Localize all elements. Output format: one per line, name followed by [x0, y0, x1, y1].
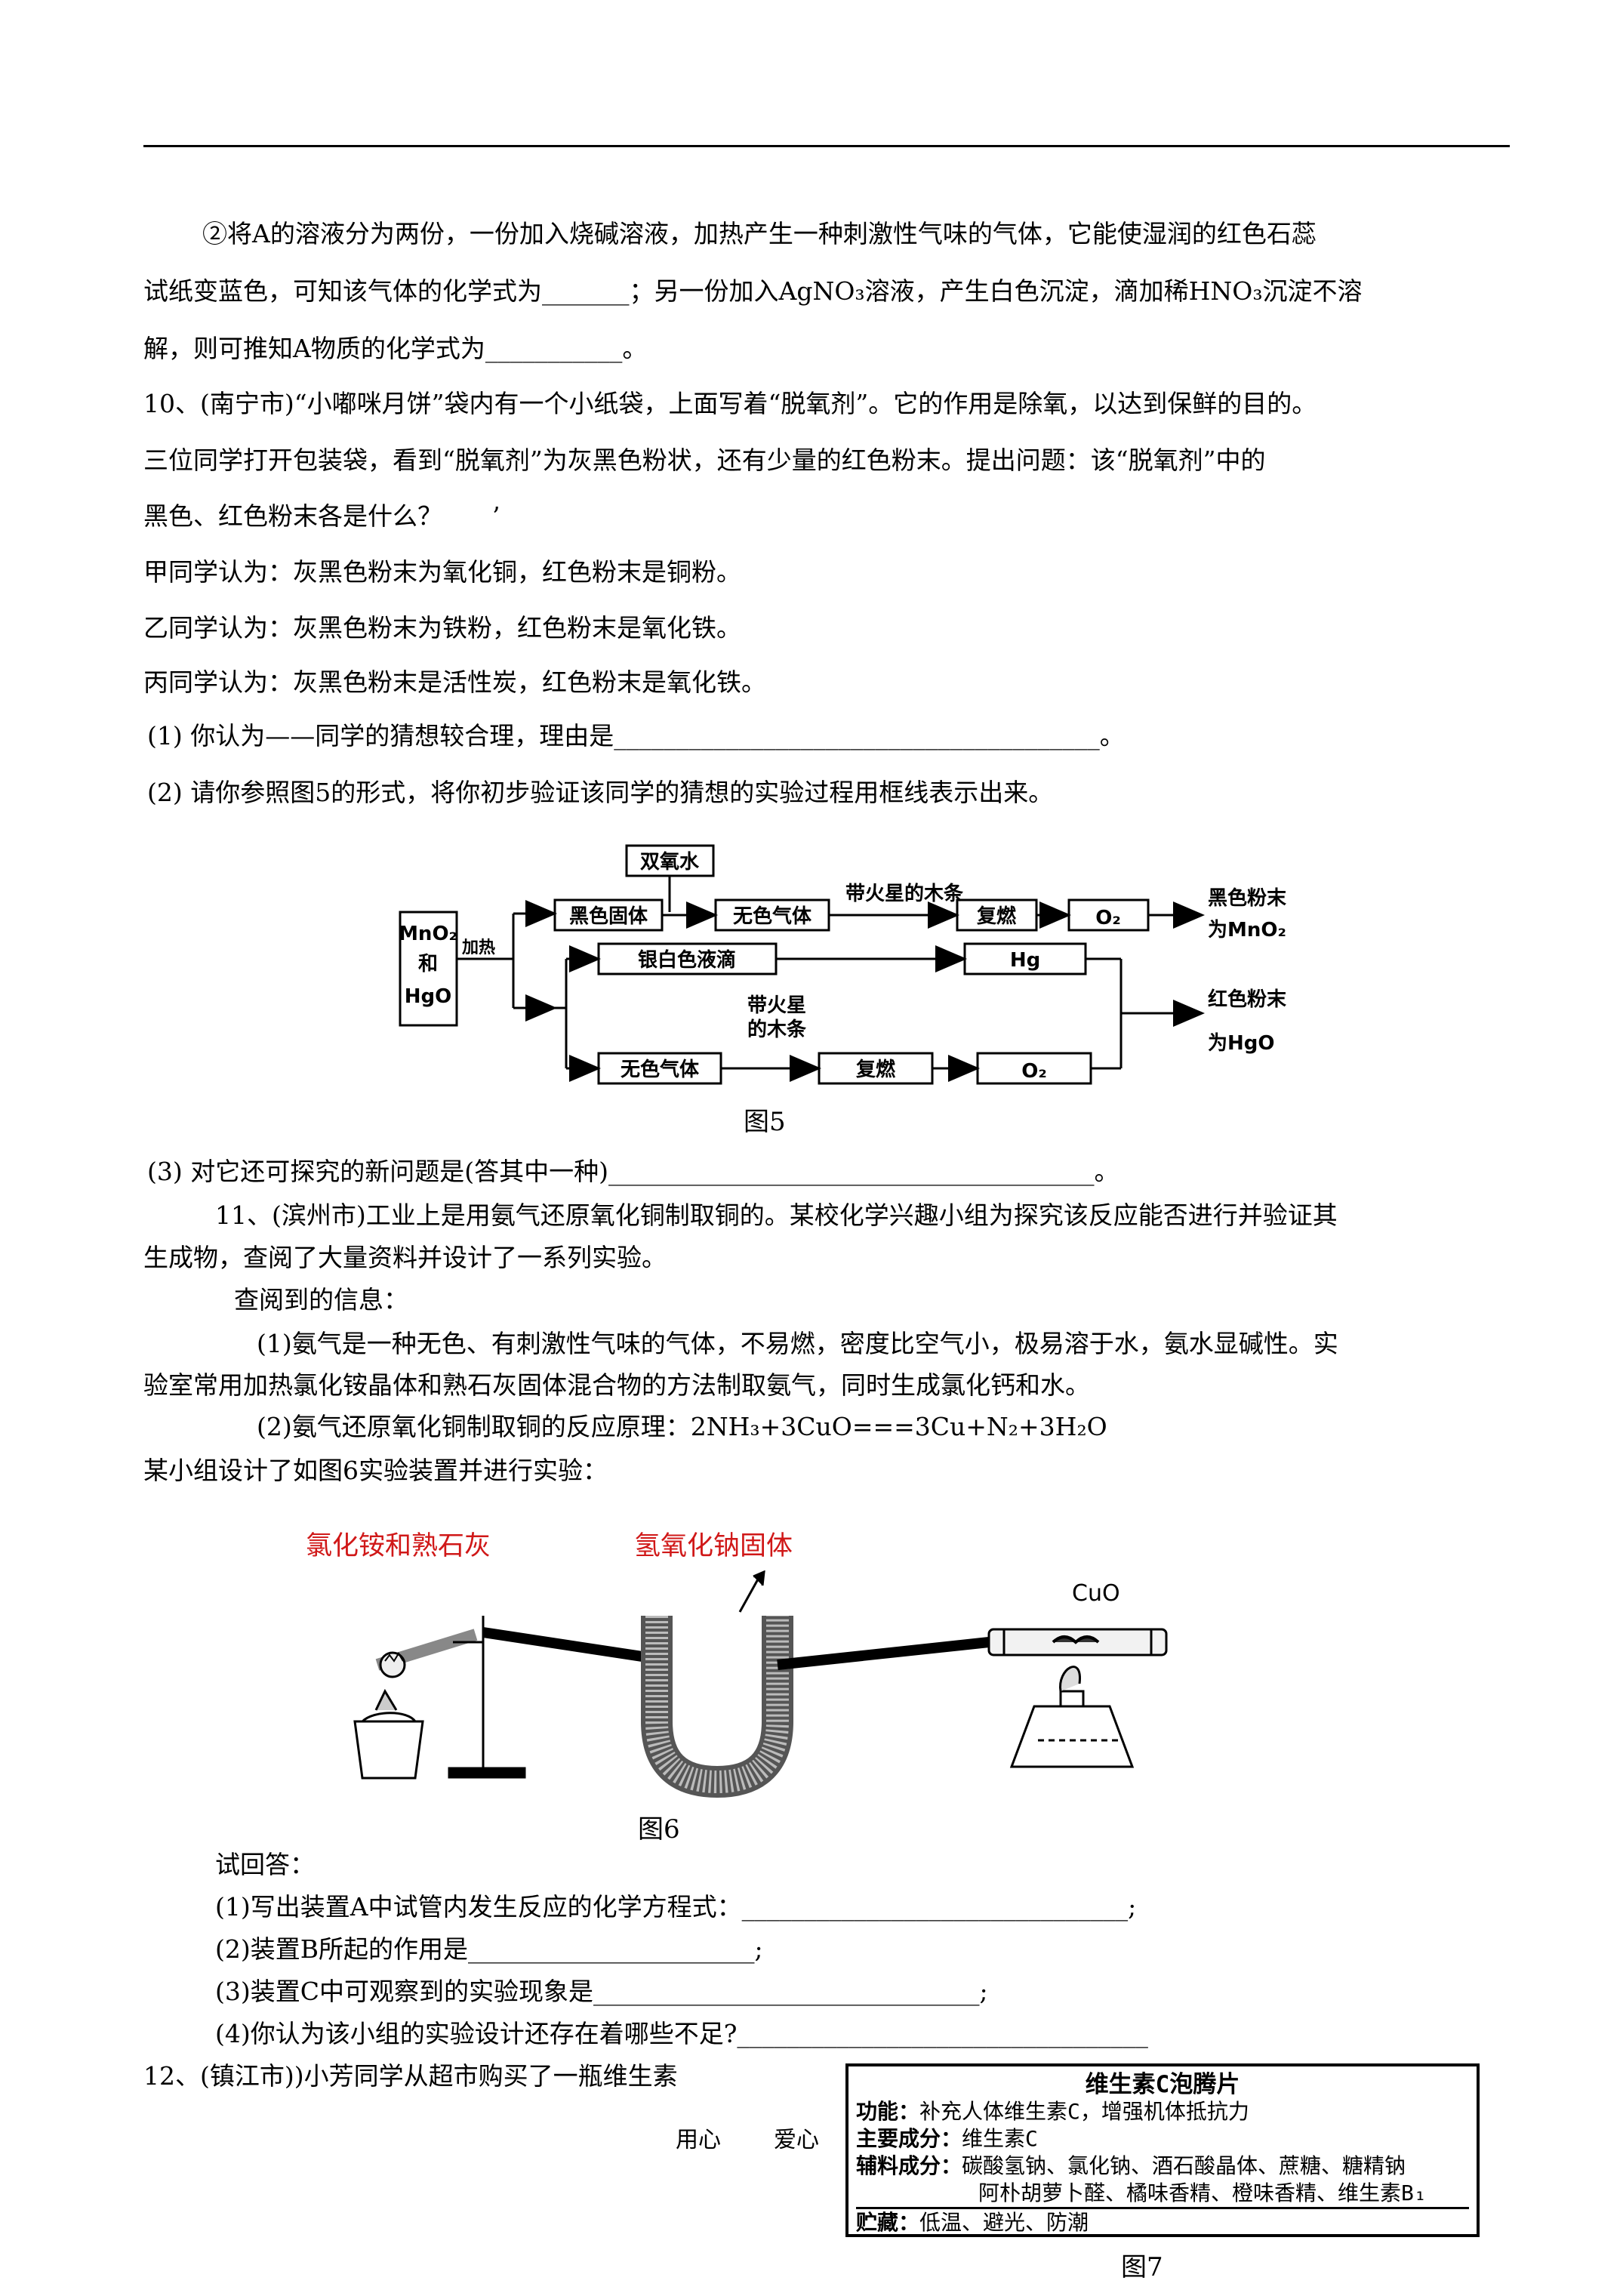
fig5-start-l1: MnO₂ [399, 923, 457, 945]
q12-line-1: 12、(镇江市))小芳同学从超市购买了一瓶维生素 [143, 2061, 678, 2091]
fig5-o2-2: O₂ [1021, 1060, 1047, 1083]
fig5-splint2-l2: 的木条 [747, 1018, 807, 1041]
q11-info-2: (2)氨气还原氧化铜制取铜的反应原理：2NH₃+3CuO===3Cu+N₂+3H… [257, 1412, 1107, 1441]
fig5-hg: Hg [1010, 949, 1040, 972]
fig6-label-nh4cl: 氯化铵和熟石灰 [306, 1531, 491, 1561]
figure-7-caption: 图7 [1121, 2252, 1163, 2282]
fig6-label-cuo: CuO [1072, 1580, 1120, 1607]
fig5-heat-label: 加热 [461, 938, 495, 957]
q10-student-yi: 乙同学认为：灰黑色粉末为铁粉，红色粉末是氧化铁。 [143, 613, 741, 643]
fig5-start-box [399, 911, 458, 1027]
q11-line-2: 生成物，查阅了大量资料并设计了一系列实验。 [143, 1243, 667, 1272]
fig7-row-aux-cont: 阿朴胡萝卜醛、橘味香精、橙味香精、维生素B₁ [978, 2180, 1427, 2205]
fig7-row-aux: 辅料成分：碳酸氢钠、氯化钠、酒石酸晶体、蔗糖、糖精钠 [856, 2153, 1406, 2178]
q11-info-heading: 查阅到的信息： [234, 1285, 408, 1314]
q10-sub-1: (1) 你认为——同学的猜想较合理，理由是___________________… [147, 721, 1125, 750]
q11-answer-1: (1)写出装置A中试管内发生反应的化学方程式：_________________… [215, 1892, 1137, 1922]
q10-line-1: 10、(南宁市)“小嘟咪月饼”袋内有一个小纸袋，上面写着“脱氧剂”。它的作用是除… [143, 389, 1317, 418]
fig5-splint1: 带火星的木条 [845, 882, 964, 905]
q11-answer-4: (4)你认为该小组的实验设计还存在着哪些不足?_________________… [215, 2019, 1148, 2048]
q11-answer-3: (3)装置C中可观察到的实验现象是_______________________… [215, 1977, 988, 2006]
fig5-black-solid: 黑色固体 [569, 905, 648, 928]
fig7-row-main: 主要成分：维生素C [856, 2126, 1038, 2151]
q10-student-bing: 丙同学认为：灰黑色粉末是活性炭，红色粉末是氧化铁。 [143, 667, 766, 697]
fig7-row-storage: 贮藏：低温、避光、防潮 [856, 2207, 1469, 2236]
fig5-gas2: 无色气体 [621, 1058, 700, 1081]
figure-5-caption: 图5 [744, 1107, 786, 1137]
fig5-relight1: 复燃 [977, 905, 1017, 928]
fig5-relight2: 复燃 [856, 1059, 896, 1081]
fig5-result2-l1: 红色粉末 [1208, 988, 1287, 1011]
q11-answer-2: (2)装置B所起的作用是_______________________; [215, 1934, 763, 1964]
fig5-gas1: 无色气体 [733, 905, 812, 928]
q10-sub-2: (2) 请你参照图5的形式，将你初步验证该同学的猜想的实验过程用框线表示出来。 [147, 778, 1054, 807]
q9-line-3: 解，则可推知A物质的化学式为___________。 [143, 334, 648, 363]
q11-info-1b: 验室常用加热氯化铵晶体和熟石灰固体混合物的方法制取氨气，同时生成氯化钙和水。 [143, 1370, 1090, 1400]
q10-line-2: 三位同学打开包装袋，看到“脱氧剂”为灰黑色粉状，还有少量的红色粉末。提出问题：该… [143, 445, 1266, 475]
q11-ask: 试回答： [215, 1850, 315, 1879]
fig5-result1-l2: 为MnO₂ [1208, 919, 1286, 942]
fig6-label-naoh: 氢氧化钠固体 [634, 1531, 793, 1561]
fig5-silver: 银白色液滴 [638, 948, 736, 972]
q10-sub-3: (3) 对它还可探究的新问题是(答其中一种)__________________… [147, 1157, 1119, 1186]
figure-6-caption: 图6 [638, 1814, 680, 1845]
fig5-result2-l2: 为HgO [1208, 1032, 1274, 1055]
fig5-h2o2: 双氧水 [640, 851, 700, 874]
q10-student-jia: 甲同学认为：灰黑色粉末为氧化铜，红色粉末是铜粉。 [143, 557, 741, 587]
header-rule [143, 145, 1510, 147]
fig7-row-function: 功能：补充人体维生素C，增强机体抵抗力 [856, 2099, 1249, 2124]
q9-line-1: ②将A的溶液分为两份，一份加入烧碱溶液，加热产生一种刺激性气味的气体，它能使湿润… [202, 219, 1317, 248]
q9-line-2: 试纸变蓝色，可知该气体的化学式为_______；另一份加入AgNO₃溶液，产生白… [143, 276, 1363, 306]
fig5-splint2-l1: 带火星 [747, 994, 806, 1017]
figure-7-label: 维生素C泡腾片 功能：补充人体维生素C，增强机体抵抗力 主要成分：维生素C 辅料… [845, 2063, 1480, 2237]
q11-design: 某小组设计了如图6实验装置并进行实验： [143, 1456, 608, 1485]
q10-line-3: 黑色、红色粉末各是什么？ ’ [143, 501, 500, 531]
footer-right: 爱心 [774, 2127, 819, 2153]
footer-left: 用心 [676, 2127, 721, 2153]
fig7-title: 维生素C泡腾片 [1085, 2071, 1240, 2098]
fig5-start-l2: 和 [418, 953, 438, 975]
fig5-start-l3: HgO [405, 985, 451, 1008]
fig5-o2-1: O₂ [1095, 907, 1121, 929]
q11-info-1a: (1)氨气是一种无色、有刺激性气味的气体，不易燃，密度比空气小，极易溶于水，氨水… [257, 1329, 1338, 1358]
figure-5-flowchart: MnO₂ 和 HgO 加热 双氧水 黑色固体 无色气体 带火星的木条 复燃 O₂… [399, 844, 1287, 1085]
fig5-result1-l1: 黑色粉末 [1208, 886, 1287, 910]
q11-line-1: 11、(滨州市)工业上是用氨气还原氧化铜制取铜的。某校化学兴趣小组为探究该反应能… [215, 1200, 1338, 1230]
figure-6-apparatus: CuO [353, 1570, 1168, 1798]
